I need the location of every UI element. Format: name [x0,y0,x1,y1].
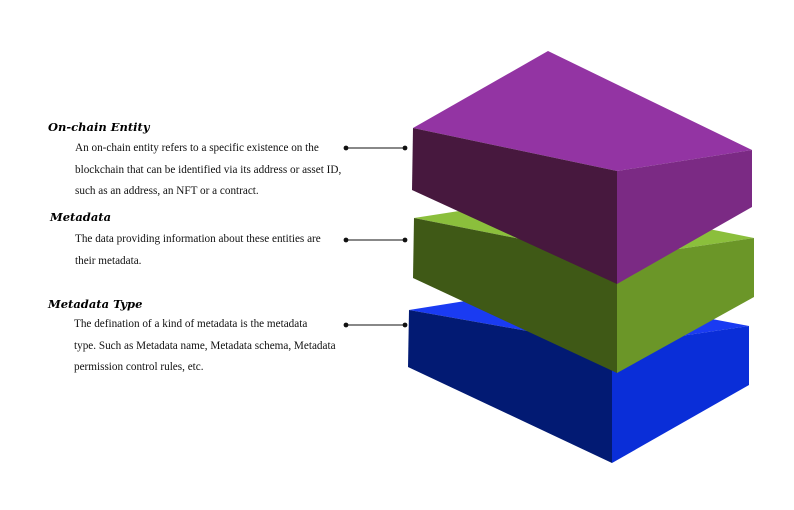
on-chain-entity-title: On-chain Entity [48,120,150,134]
metadata-block-right-face [617,238,754,373]
description-line: such as an address, an NFT or a contract… [75,185,259,197]
metadata-title: Metadata [50,210,112,224]
metadata-type-block-right-face [612,326,749,463]
connector-on-chain-entity [343,145,408,151]
on-chain-entity-block-top [413,51,752,171]
description-line: An on-chain entity refers to a specific … [75,142,319,154]
on-chain-entity-block [412,51,752,284]
connector-dot-end [402,237,408,243]
metadata-description: The data providing information about the… [75,229,321,272]
on-chain-entity-block-right-face [617,150,752,284]
description-line: blockchain that can be identified via it… [75,163,342,176]
connector-dot-end [402,322,408,328]
connector-dot-end [402,145,408,151]
connector-dot-start [343,237,349,243]
metadata-type-title: Metadata Type [48,297,143,311]
description-line: type. Such as Metadata name, Metadata sc… [74,339,336,352]
connector-dot-start [343,322,349,328]
connector-metadata [343,237,408,243]
connector-dot-start [343,145,349,151]
description-line: The defination of a kind of metadata is … [74,318,308,330]
metadata-type-description: The defination of a kind of metadata is … [74,314,336,379]
metadata-type-block-left-face [408,310,612,463]
description-line: their metadata. [75,254,142,267]
connector-metadata-type [343,322,408,328]
description-line: permission control rules, etc. [74,361,204,373]
on-chain-entity-description: An on-chain entity refers to a specific … [75,138,341,203]
on-chain-entity-block-left-face [412,128,617,284]
description-line: The data providing information about the… [75,233,321,245]
